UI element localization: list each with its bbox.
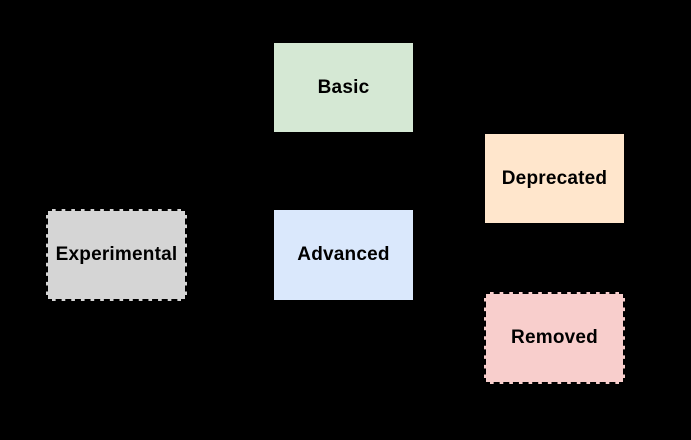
node-experimental-label: Experimental [55, 244, 178, 265]
node-basic-label: Basic [317, 76, 370, 98]
node-deprecated-label: Deprecated [501, 167, 608, 189]
node-removed-label: Removed [511, 327, 598, 348]
node-removed: Removed [484, 292, 625, 384]
node-advanced-label: Advanced [297, 244, 390, 265]
node-deprecated: Deprecated [484, 133, 625, 224]
node-advanced: Advanced [273, 209, 414, 301]
node-basic: Basic [273, 42, 414, 133]
node-experimental: Experimental [46, 209, 187, 301]
